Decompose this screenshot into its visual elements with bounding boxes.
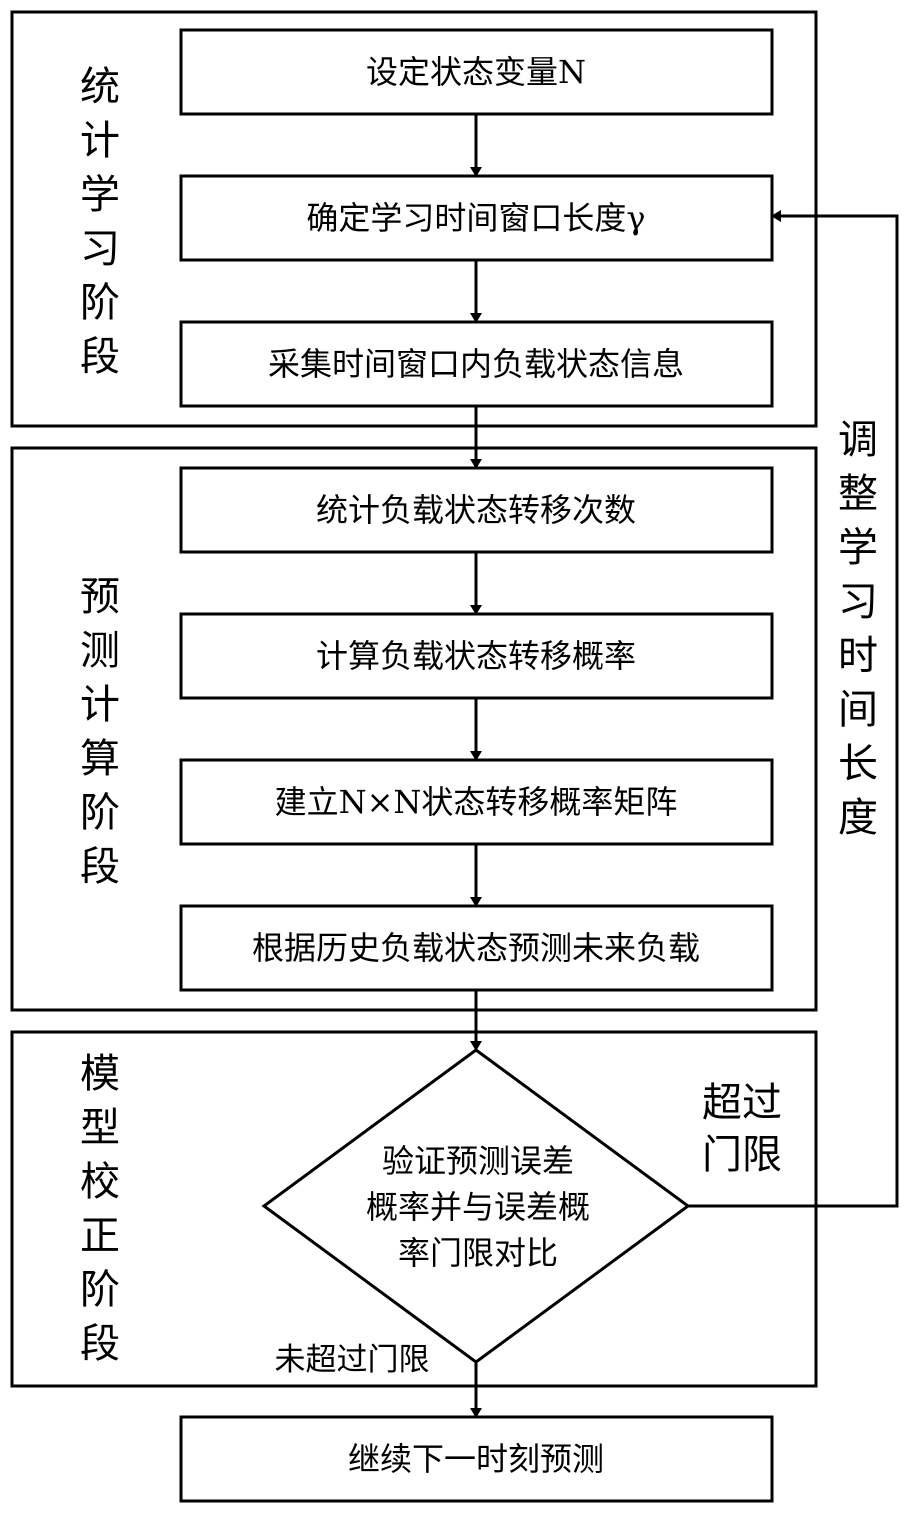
step-matrix: 建立N×N状态转移概率矩阵 xyxy=(275,783,678,821)
exceed-label-1: 超过 xyxy=(702,1080,782,1126)
decision-line-2: 概率并与误差概 xyxy=(366,1188,590,1226)
exceed-label-2: 门限 xyxy=(702,1132,782,1178)
feedback-adjust-label: 调整学习时间长度 xyxy=(838,417,878,841)
decision-line-1: 验证预测误差 xyxy=(382,1142,574,1180)
step-set-state: 设定状态变量N xyxy=(366,53,586,91)
stage-label-learning: 统计学习阶段 xyxy=(80,64,120,380)
stage-label-calibration: 模型校正阶段 xyxy=(80,1051,120,1367)
step-window-length: 确定学习时间窗口长度γ xyxy=(306,199,645,237)
not-exceed-label: 未超过门限 xyxy=(275,1342,430,1378)
stage-label-prediction: 预测计算阶段 xyxy=(80,574,120,890)
step-count: 统计负载状态转移次数 xyxy=(316,491,636,529)
step-prob: 计算负载状态转移概率 xyxy=(316,637,636,675)
step-collect: 采集时间窗口内负载状态信息 xyxy=(268,345,684,383)
decision-line-3: 率门限对比 xyxy=(398,1234,558,1272)
step-next: 继续下一时刻预测 xyxy=(348,1440,604,1478)
step-predict: 根据历史负载状态预测未来负载 xyxy=(252,929,700,967)
